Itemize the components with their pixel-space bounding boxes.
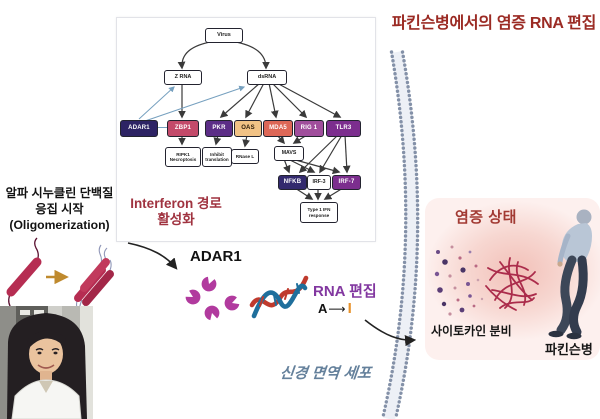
pathway-diagram-panel: Virus Z RNA dsRNA ADAR1 ZBP1 PKR OAS MDA… bbox=[116, 17, 376, 242]
fibril-tangle-icon bbox=[485, 257, 539, 311]
node-z-rna: Z RNA bbox=[164, 70, 202, 85]
interferon-pathway-caption: Interferon 경로 활성화 bbox=[130, 196, 222, 227]
adar1-enzyme-icons bbox=[185, 276, 240, 321]
node-rnase-l: RNase L bbox=[231, 149, 259, 164]
node-zbp1: ZBP1 bbox=[167, 120, 199, 137]
node-oas: OAS bbox=[234, 120, 262, 137]
inflammation-state-label: 염증 상태 bbox=[455, 209, 517, 226]
parkinsons-disease-label: 파킨슨병 bbox=[545, 342, 593, 357]
edit-from-base: A bbox=[318, 301, 328, 316]
cytokine-secretion-label: 사이토카인 분비 bbox=[431, 324, 512, 338]
node-virus: Virus bbox=[205, 28, 243, 43]
node-mavs: MAVS bbox=[274, 146, 304, 161]
node-rig1: RIG 1 bbox=[294, 120, 324, 137]
page-title: 파킨슨병에서의 염증 RNA 편집 bbox=[391, 15, 597, 32]
neuroimmune-cell-label: 신경 면역 세포 bbox=[279, 365, 372, 382]
cytokine-dots-icon bbox=[434, 245, 484, 316]
node-nfkb: NFKB bbox=[278, 175, 307, 190]
node-tlr3: TLR3 bbox=[326, 120, 361, 137]
a-to-i-editing: A⟶I bbox=[318, 300, 378, 317]
node-irf7: IRF-7 bbox=[332, 175, 361, 190]
node-mda5: MDA5 bbox=[263, 120, 293, 137]
edit-to-base: I bbox=[347, 300, 352, 317]
cell-membrane-icon bbox=[380, 50, 420, 419]
adar1-enzyme-label: ADAR1 bbox=[190, 248, 242, 265]
arrow-aggregation-to-adar1 bbox=[127, 242, 178, 270]
dna-helix-icon bbox=[249, 275, 309, 319]
node-dsrna: dsRNA bbox=[247, 70, 287, 85]
researcher-photo bbox=[0, 306, 93, 419]
arrow-rna-to-inflammation bbox=[364, 319, 417, 347]
synuclein-aggregation-label: 알파 시누클린 단백질 응집 시작 (Oligomerization) bbox=[5, 186, 114, 232]
node-irf3: IRF-3 bbox=[307, 175, 331, 190]
node-pkr: PKR bbox=[205, 120, 233, 137]
rna-editing-label: RNA 편집 bbox=[313, 283, 377, 300]
a-to-i-arrow-icon: ⟶ bbox=[328, 302, 345, 316]
parkinsons-patient-icon bbox=[548, 209, 592, 340]
node-adar1: ADAR1 bbox=[120, 120, 158, 137]
